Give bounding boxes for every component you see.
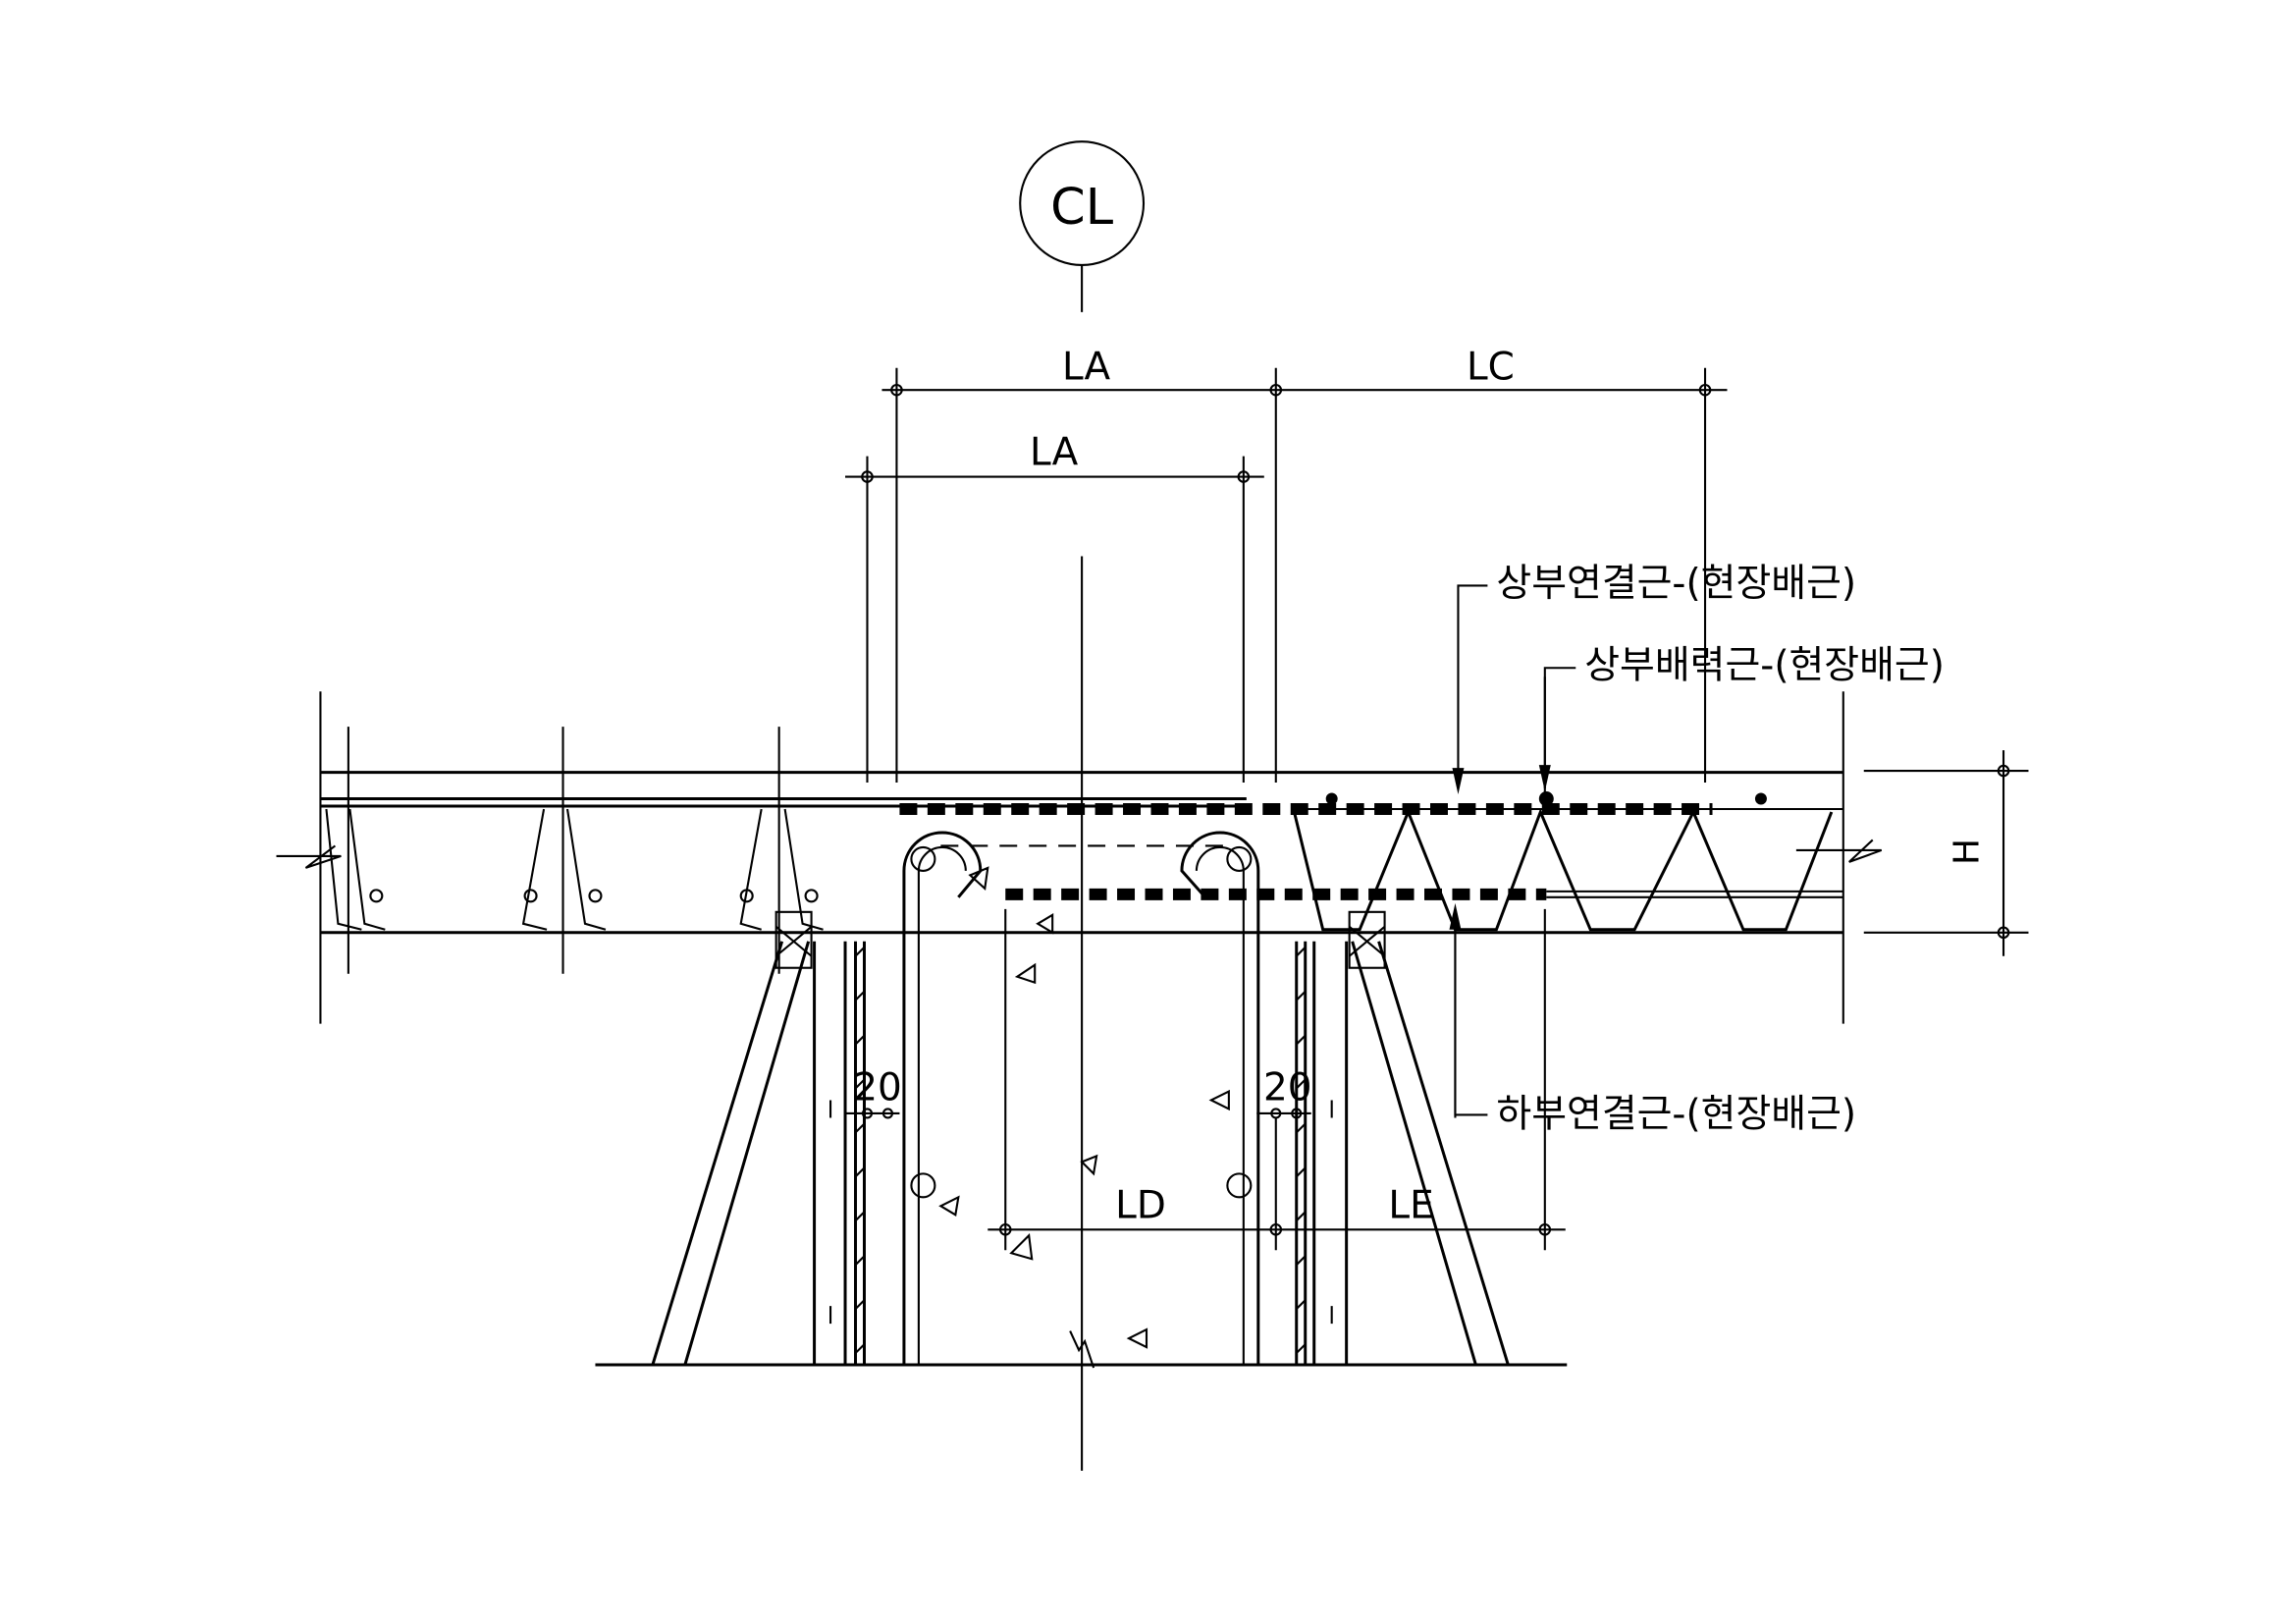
centerline-label: CL	[1050, 179, 1114, 237]
dimension-lines	[845, 367, 2029, 1251]
callout-top-connection-bar: 상부연결근-(현장배근)	[1496, 562, 1856, 606]
dimension-label-second-la: LA	[1030, 431, 1079, 475]
callout-bottom-connection-bar: 하부연결근-(현장배근)	[1496, 1092, 1856, 1136]
dimension-label-ld: LD	[1115, 1183, 1166, 1227]
top-rebar-dot	[1538, 791, 1554, 807]
dimension-label-top-lc: LC	[1467, 346, 1515, 390]
dimension-label-right-20: 20	[1263, 1065, 1312, 1110]
dimension-label-top-la: LA	[1062, 346, 1111, 390]
top-rebar-dot	[1754, 792, 1767, 805]
labels: CL LA LC LA LD LE 20 20 H 상부연결근-(현장배근) 상…	[853, 179, 1987, 1227]
dimension-label-height: H	[1948, 839, 1988, 865]
top-rebar-dot	[1325, 792, 1338, 805]
leader-lines	[1449, 584, 1576, 1116]
callout-top-distribution-bar: 상부배력근-(현장배근)	[1584, 644, 1945, 688]
dimension-label-le: LE	[1388, 1183, 1433, 1227]
centerline	[1019, 140, 1146, 1471]
rebars	[899, 791, 1767, 900]
beam-section	[595, 831, 1568, 1367]
dimension-label-left-20: 20	[853, 1065, 902, 1110]
